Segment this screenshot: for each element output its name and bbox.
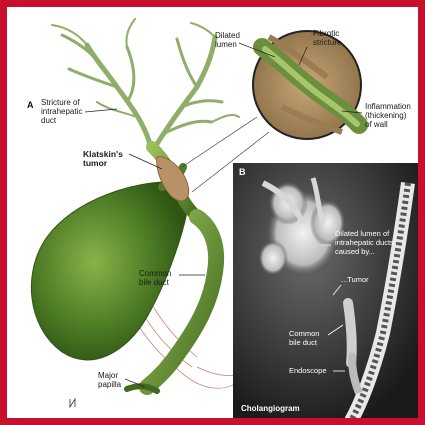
label-b-tumor: ...Tumor [341, 275, 369, 284]
label-common-bile-duct: Common bile duct [139, 269, 171, 287]
panel-b-cholangiogram: B Dilated lumen of intrahepatic ducts ca… [233, 163, 423, 421]
label-klatskin-tumor: Klatskin's tumor [83, 150, 123, 168]
intrahepatic-duct-tree [52, 19, 239, 152]
netter-signature-mark [70, 399, 75, 407]
label-major-papilla: Major papilla [98, 371, 121, 389]
label-dilated-lumen: Dilated lumen [215, 31, 240, 49]
cholangiogram-image [233, 163, 423, 421]
label-b-common-bile-duct: Common bile duct [289, 329, 319, 347]
panel-a-letter: A [27, 100, 34, 110]
magnify-connector-1 [182, 117, 257, 167]
label-b-cholangiogram: Cholangiogram [241, 404, 300, 413]
label-inflammation: Inflammation (thickening) of wall [365, 102, 411, 129]
label-b-endoscope: Endoscope [289, 366, 327, 375]
panel-b-letter: B [239, 168, 246, 177]
label-fibrotic-stricture: Fibrotic stricture [313, 29, 341, 47]
label-b-dilated-lumen: Dilated lumen of intrahepatic ducts caus… [335, 229, 394, 256]
label-stricture: Stricture of intrahepatic duct [41, 98, 82, 125]
leader-stricture [85, 109, 117, 112]
